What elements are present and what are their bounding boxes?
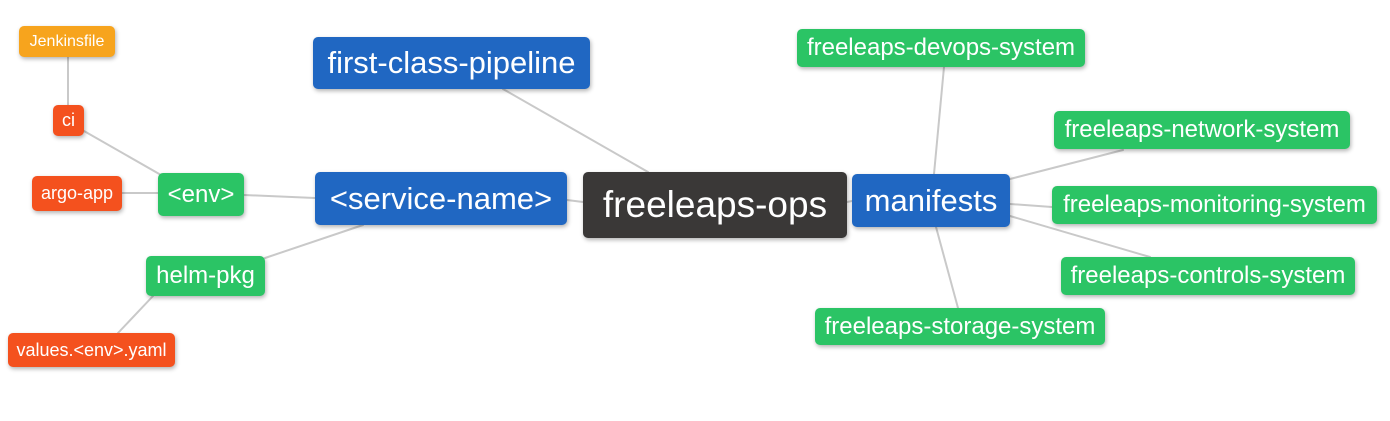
node-env[interactable]: <env>: [158, 173, 244, 216]
edge-helm-pkg-values-env-yaml: [117, 295, 154, 334]
edge-manifests-freeleaps-monitoring-system: [1009, 203, 1053, 208]
node-service-name[interactable]: <service-name>: [315, 172, 567, 225]
edge-env-service-name: [243, 194, 316, 199]
node-freeleaps-storage-system[interactable]: freeleaps-storage-system: [815, 308, 1105, 345]
node-helm-pkg[interactable]: helm-pkg: [146, 256, 265, 296]
edge-first-class-pipeline-freeleaps-ops: [502, 88, 649, 173]
edge-manifests-freeleaps-network-system: [1009, 149, 1124, 180]
edge-service-name-helm-pkg: [264, 224, 364, 259]
node-ci[interactable]: ci: [53, 105, 84, 136]
node-freeleaps-ops[interactable]: freeleaps-ops: [583, 172, 847, 238]
edge-service-name-freeleaps-ops: [566, 199, 584, 203]
node-freeleaps-controls-system[interactable]: freeleaps-controls-system: [1061, 257, 1355, 295]
node-freeleaps-network-system[interactable]: freeleaps-network-system: [1054, 111, 1350, 149]
node-freeleaps-monitoring-system[interactable]: freeleaps-monitoring-system: [1052, 186, 1377, 224]
edge-ci-env: [83, 130, 169, 180]
node-values-env-yaml[interactable]: values.<env>.yaml: [8, 333, 175, 367]
node-first-class-pipeline[interactable]: first-class-pipeline: [313, 37, 590, 89]
node-freeleaps-devops-system[interactable]: freeleaps-devops-system: [797, 29, 1085, 67]
edge-manifests-freeleaps-storage-system: [935, 226, 959, 309]
node-manifests[interactable]: manifests: [852, 174, 1010, 227]
edge-manifests-freeleaps-devops-system: [933, 66, 945, 175]
node-argo-app[interactable]: argo-app: [32, 176, 122, 211]
node-jenkinsfile[interactable]: Jenkinsfile: [19, 26, 115, 57]
